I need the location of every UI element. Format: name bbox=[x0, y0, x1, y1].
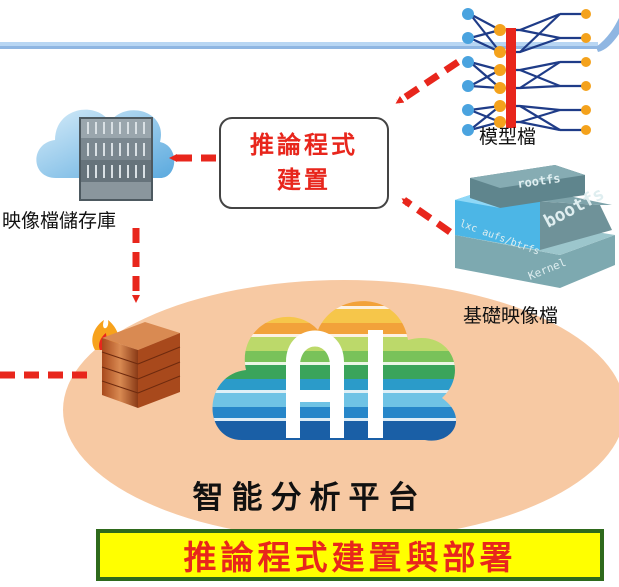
model-file-icon bbox=[462, 8, 591, 136]
rootfs-text: rootfs bbox=[516, 171, 561, 191]
inference-build-box: 推論程式 建置 bbox=[219, 117, 389, 209]
platform-name: 智能分析平台 bbox=[192, 480, 427, 516]
firewall-icon bbox=[92, 320, 181, 408]
banner: 推論程式建置與部署 bbox=[96, 529, 604, 581]
image-registry-label: 映像檔儲存庫 bbox=[2, 210, 117, 232]
base-image-icon: rootfs bootfs lxc aufs/btrfs Kernel bbox=[455, 165, 615, 288]
image-registry-icon bbox=[36, 109, 175, 201]
base-image-label: 基礎映像檔 bbox=[463, 305, 559, 327]
inference-build-label: 推論程式 建置 bbox=[250, 131, 358, 194]
arrow-baseimage-to-build bbox=[401, 197, 452, 235]
model-file-label: 模型檔 bbox=[479, 126, 537, 148]
header-line bbox=[0, 18, 619, 52]
connectors bbox=[0, 59, 460, 379]
ai-cloud-logo bbox=[212, 301, 457, 441]
arrow-model-to-build bbox=[395, 59, 460, 105]
banner-text: 推論程式建置與部署 bbox=[183, 538, 517, 577]
